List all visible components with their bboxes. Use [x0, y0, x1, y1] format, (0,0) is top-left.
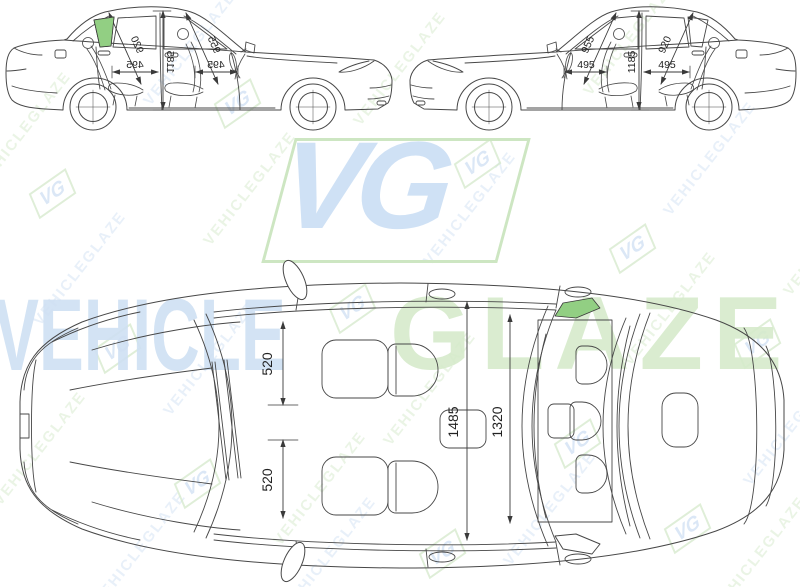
side-view-left-car: 920 955 495 1185 495 — [6, 7, 392, 130]
quarter-glass-bottom — [554, 533, 601, 555]
highlighted-quarter-glass-left — [93, 16, 115, 48]
dim-label-rear-door-right: 495 — [658, 59, 676, 71]
rear-window — [521, 305, 557, 547]
vg-watermark-logo: VG — [28, 167, 77, 220]
door-handle-bottom-front — [428, 551, 456, 563]
center-console — [439, 409, 487, 449]
rear-glass-box — [537, 319, 613, 523]
side-views: 920 955 495 1185 495 955 920 495 1185 49… — [0, 0, 800, 150]
mirror-top — [282, 259, 308, 301]
roof-rails — [213, 300, 557, 552]
trunk-emblem — [661, 392, 699, 448]
dim-label-front-diag-left: 955 — [205, 34, 223, 55]
dim-label-520-upper: 520 — [259, 352, 275, 376]
dim-label-rear-diag-left: 920 — [128, 34, 146, 55]
rear-bench — [533, 325, 631, 527]
door-handle-top-front — [428, 288, 456, 300]
dim-label-front-door-left: 495 — [207, 59, 225, 71]
door-handle-top-rear — [564, 286, 592, 298]
door-handle-bottom-rear — [564, 553, 592, 565]
car-top-outline — [19, 282, 785, 569]
dim-label-1320: 1320 — [489, 406, 505, 437]
dim-label-1485: 1485 — [445, 406, 461, 437]
top-body-details — [19, 283, 777, 568]
top-view: 520 520 1485 1320 — [19, 259, 785, 583]
brand-watermark-vehicle: VEHICLE — [0, 278, 286, 392]
dim-label-rear-door-left: 495 — [126, 59, 144, 71]
mirror-bottom — [280, 541, 306, 583]
dim-label-front-diag-right: 955 — [579, 34, 597, 55]
highlighted-quarter-glass-top — [554, 297, 601, 319]
dim-label-height-right: 1185 — [626, 51, 638, 74]
top-dimension-lines — [267, 301, 513, 541]
dim-label-height-left: 1185 — [164, 51, 176, 74]
dim-label-520-lower: 520 — [259, 468, 275, 492]
side-view-right-car: 955 920 495 1185 495 — [410, 7, 796, 130]
dim-label-front-door-right: 495 — [577, 59, 595, 71]
wipers — [211, 359, 242, 481]
top-seats — [321, 325, 631, 527]
dim-label-rear-diag-right: 920 — [656, 34, 674, 55]
trunk-lines — [602, 312, 651, 540]
